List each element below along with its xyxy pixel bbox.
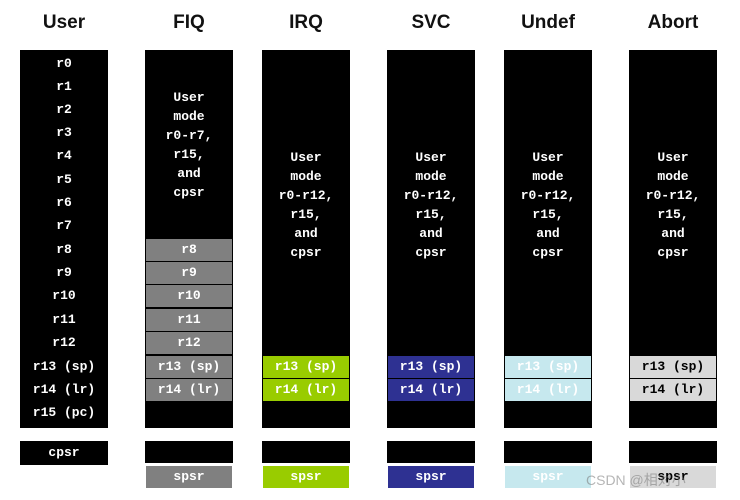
irq-shared-text: User mode r0-r12, r15, and cpsr xyxy=(278,150,334,260)
svc-spsr: spsr xyxy=(388,466,474,488)
fiq-banked-r9: r9 xyxy=(146,262,232,284)
undef-spsr: spsr xyxy=(505,466,591,488)
user-cpsr: cpsr xyxy=(20,441,108,465)
undef-register-column: User mode r0-r12, r15, and cpsr r13 (sp)… xyxy=(504,50,592,428)
fiq-shared-text: User mode r0-r7, r15, and cpsr xyxy=(165,90,213,200)
user-reg-r4: r4 xyxy=(56,148,72,163)
user-reg-r15: r15 (pc) xyxy=(32,405,96,420)
csdn-watermark: CSDN @相对小 xyxy=(586,472,686,488)
irq-banked-r13: r13 (sp) xyxy=(263,356,349,378)
user-reg-r5: r5 xyxy=(56,172,72,187)
user-reg-r6: r6 xyxy=(56,195,72,210)
undef-status-bar xyxy=(504,441,592,463)
user-register-column: r0 r1 r2 r3 r4 r5 r6 r7 r8 r9 r10 r11 r1… xyxy=(20,50,108,428)
fiq-banked-r12: r12 xyxy=(146,332,232,354)
abort-shared-text: User mode r0-r12, r15, and cpsr xyxy=(645,150,701,260)
user-reg-r1: r1 xyxy=(56,79,72,94)
user-reg-r11: r11 xyxy=(52,312,76,327)
svc-banked-r14: r14 (lr) xyxy=(388,379,474,401)
undef-shared-text: User mode r0-r12, r15, and cpsr xyxy=(520,150,576,260)
header-user: User xyxy=(42,12,86,33)
svc-banked-r13: r13 (sp) xyxy=(388,356,474,378)
abort-banked-r14: r14 (lr) xyxy=(630,379,716,401)
user-reg-r8: r8 xyxy=(56,242,72,257)
fiq-banked-r8: r8 xyxy=(146,239,232,261)
svc-status-bar xyxy=(387,441,475,463)
user-reg-r14: r14 (lr) xyxy=(32,382,96,397)
fiq-banked-r10: r10 xyxy=(146,285,232,307)
irq-banked-r14: r14 (lr) xyxy=(263,379,349,401)
header-fiq: FIQ xyxy=(173,12,205,33)
irq-spsr: spsr xyxy=(263,466,349,488)
undef-banked-r13: r13 (sp) xyxy=(505,356,591,378)
header-irq: IRQ xyxy=(289,12,323,33)
user-reg-r0: r0 xyxy=(56,56,72,71)
fiq-banked-r11: r11 xyxy=(146,309,232,331)
fiq-spsr: spsr xyxy=(146,466,232,488)
abort-register-column: User mode r0-r12, r15, and cpsr r13 (sp)… xyxy=(629,50,717,428)
abort-spsr: spsr xyxy=(630,466,716,488)
fiq-banked-r14: r14 (lr) xyxy=(146,379,232,401)
abort-banked-r13: r13 (sp) xyxy=(630,356,716,378)
undef-banked-r14: r14 (lr) xyxy=(505,379,591,401)
user-reg-r13: r13 (sp) xyxy=(32,359,96,374)
svc-shared-text: User mode r0-r12, r15, and cpsr xyxy=(403,150,459,260)
fiq-register-column: User mode r0-r7, r15, and cpsr r8 r9 r10… xyxy=(145,50,233,428)
fiq-banked-r13: r13 (sp) xyxy=(146,356,232,378)
user-reg-r7: r7 xyxy=(56,218,72,233)
user-reg-r2: r2 xyxy=(56,102,72,117)
header-abort: Abort xyxy=(647,12,699,33)
fiq-status-bar xyxy=(145,441,233,463)
irq-status-bar xyxy=(262,441,350,463)
user-reg-r9: r9 xyxy=(56,265,72,280)
header-svc: SVC xyxy=(411,12,451,33)
abort-status-bar xyxy=(629,441,717,463)
user-reg-r10: r10 xyxy=(52,288,76,303)
header-undef: Undef xyxy=(521,12,575,33)
svc-register-column: User mode r0-r12, r15, and cpsr r13 (sp)… xyxy=(387,50,475,428)
irq-register-column: User mode r0-r12, r15, and cpsr r13 (sp)… xyxy=(262,50,350,428)
user-reg-r3: r3 xyxy=(56,125,72,140)
user-reg-r12: r12 xyxy=(52,335,76,350)
